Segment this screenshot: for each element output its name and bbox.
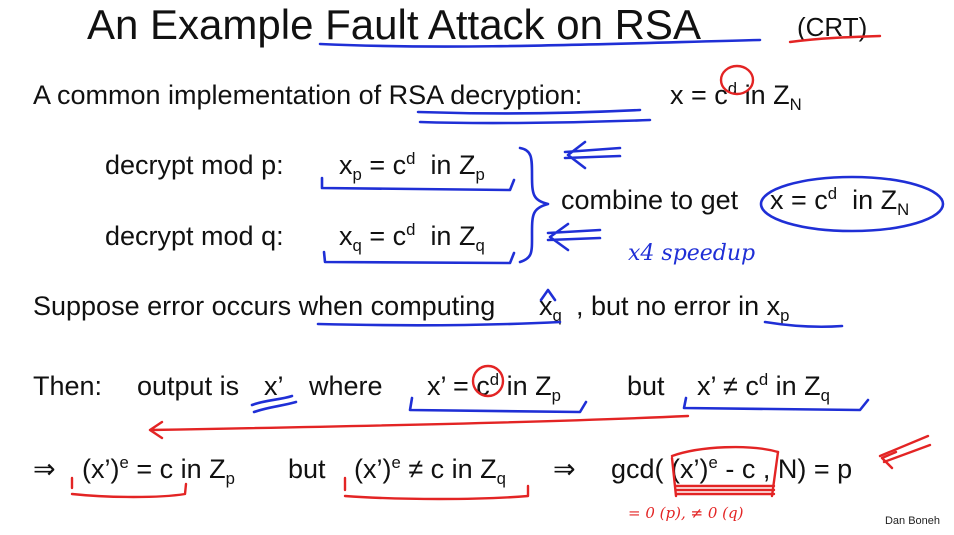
but-label-1: but [627,371,665,401]
decrypt-q-equation: xq = cd in Zq [339,219,485,255]
x-prime: x’ [264,371,284,401]
computing-underline [316,320,562,327]
slide-title: An Example Fault Attack on RSA [87,1,701,48]
where-equation: x’ = cd in Zp [427,369,561,405]
decrypt-q-label: decrypt mod q: [105,221,284,251]
error-xq: xq [539,291,562,325]
combine-bracket [518,146,550,264]
author-credit: Dan Boneh [884,515,940,527]
speedup-annotation: x4 speedup [628,241,756,266]
error-no-error: , but no error in xp [576,291,790,325]
title-tag: (CRT) [797,12,868,42]
error-text: Suppose error occurs when computing [33,291,496,321]
arrow-q [546,222,602,252]
intro-text: A common implementation of RSA decryptio… [33,80,583,110]
combine-text: combine to get [561,185,739,215]
implies-arrow-2: ⇒ [553,454,576,484]
intro-equation: x = cd in ZN [670,78,802,114]
rsa-decryption-underline [416,108,642,115]
implies-eq-b: (x’)e ≠ c in Zq [354,452,506,488]
but-equation-1: x’ ≠ cd in Zq [697,369,830,405]
arrow-p [563,140,622,170]
return-arrow [148,414,690,440]
decrypt-p-label: decrypt mod p: [105,150,284,180]
combine-equation: x = cd in ZN [770,183,910,219]
mod-annotation: = 0 (p), ≠ 0 (q) [628,504,744,522]
then-label: Then: [33,371,103,401]
output-label: output is [137,371,240,401]
implies-arrow-1: ⇒ [33,454,56,484]
decrypt-p-equation: xp = cd in Zp [339,148,485,184]
arrow-to-p [878,434,932,470]
implies-eq-a: (x’)e = c in Zp [82,452,235,488]
but-label-2: but [288,454,326,484]
where-label: where [309,371,383,401]
gcd-equation: gcd( (x’)e - c , N) = p [611,452,853,484]
